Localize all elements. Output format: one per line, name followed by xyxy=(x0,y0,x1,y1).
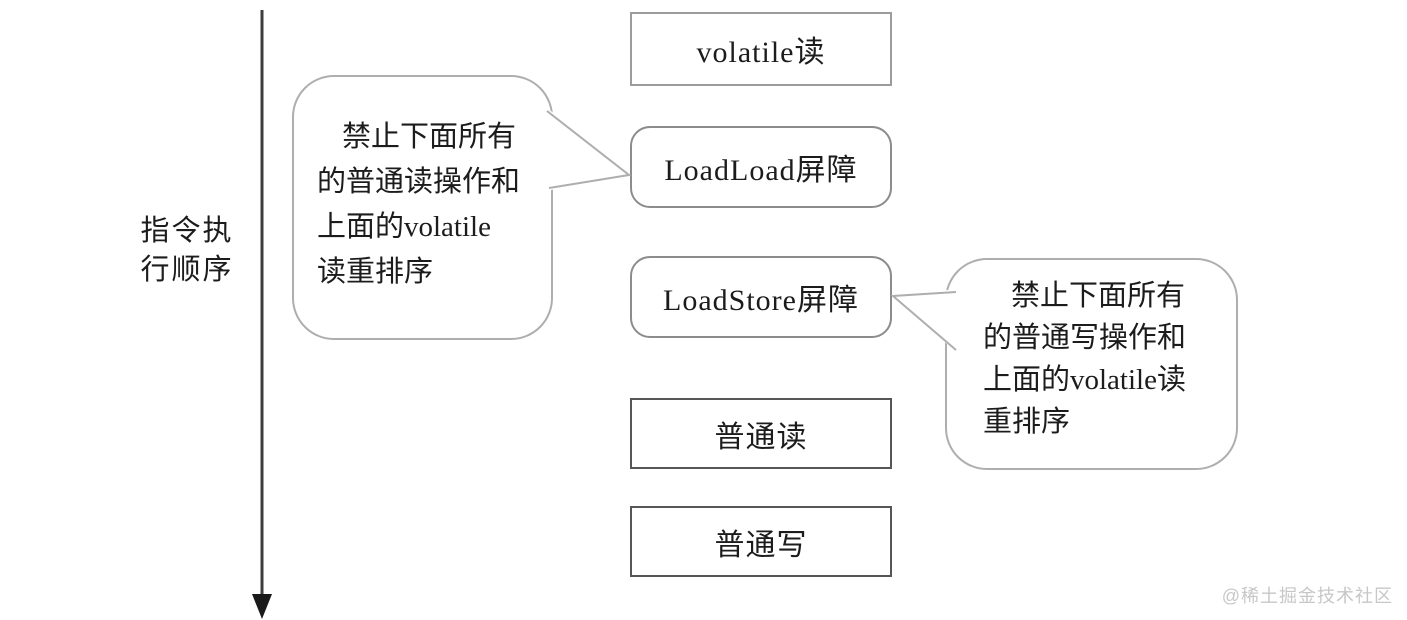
callout-loadstore-line: 重排序 xyxy=(983,406,1071,438)
box-normal-read: 普通读 xyxy=(630,398,892,469)
callout-loadload: 禁止下面所有 的普通读操作和 上面的volatile 读重排序 xyxy=(292,75,553,340)
box-volatile-read-label: volatile读 xyxy=(696,36,826,69)
box-loadstore-barrier-label: LoadStore屏障 xyxy=(663,284,859,317)
execution-order-arrow xyxy=(252,10,272,619)
callout-loadload-line: 的普通读操作和 xyxy=(317,166,521,198)
box-loadload-barrier: LoadLoad屏障 xyxy=(630,126,892,208)
execution-order-label-line1: 指令执 xyxy=(140,215,234,247)
box-normal-write-label: 普通写 xyxy=(714,528,808,562)
callout-loadload-line: 上面的volatile xyxy=(317,211,491,243)
callout-loadload-line: 读重排序 xyxy=(317,256,434,288)
callout-loadstore-line: 上面的volatile读 xyxy=(983,364,1186,396)
execution-order-label: 指令执 行顺序 xyxy=(133,212,241,290)
box-normal-read-label: 普通读 xyxy=(714,420,808,454)
left-callout-pointer-icon xyxy=(546,107,632,191)
callout-loadstore-line: 的普通写操作和 xyxy=(983,322,1187,354)
execution-order-label-line2: 行顺序 xyxy=(140,254,234,286)
box-volatile-read: volatile读 xyxy=(630,12,892,86)
watermark: @稀土掘金技术社区 xyxy=(1221,586,1393,606)
callout-loadstore-line: 禁止下面所有 xyxy=(1011,280,1186,312)
box-loadstore-barrier: LoadStore屏障 xyxy=(630,256,892,338)
callout-loadstore: 禁止下面所有 的普通写操作和 上面的volatile读 重排序 xyxy=(945,258,1238,470)
callout-loadload-line: 禁止下面所有 xyxy=(342,121,517,153)
box-normal-write: 普通写 xyxy=(630,506,892,577)
box-loadload-barrier-label: LoadLoad屏障 xyxy=(664,154,858,187)
